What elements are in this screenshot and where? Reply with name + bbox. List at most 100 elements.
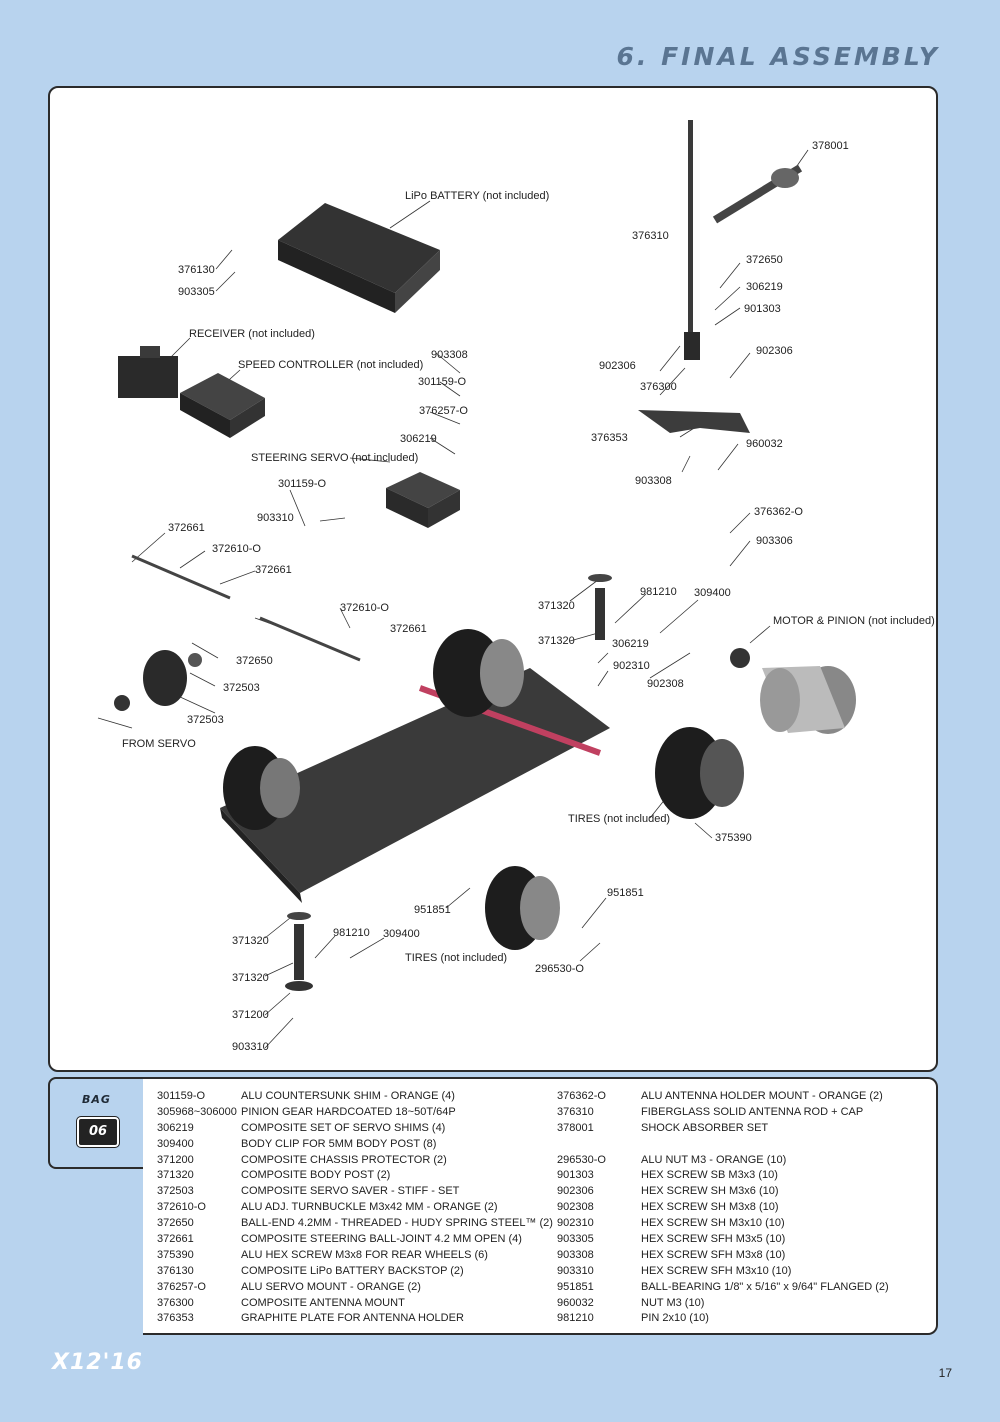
callout-981210-right: 981210 [640,586,677,598]
callout-376353: 376353 [591,432,628,444]
part-code: 376353 [157,1312,194,1325]
parts-row: 375390 ALU HEX SCREW M3x8 FOR REAR WHEELS… [157,1248,553,1264]
callout-tires-front: TIRES (not included) [405,952,507,964]
part-description: BALL-END 4.2MM - THREADED - HUDY SPRING … [241,1217,553,1230]
part-description: ALU HEX SCREW M3x8 FOR REAR WHEELS (6) [241,1248,488,1261]
callout-376300: 376300 [640,381,677,393]
part-code: 378001 [557,1121,594,1134]
part-description: HEX SCREW SFH M3x5 (10) [641,1233,786,1246]
part-code: 376130 [157,1264,194,1277]
part-code: 903310 [557,1264,594,1277]
callout-372661-c: 372661 [390,623,427,635]
callout-376362: 376362-O [754,506,803,518]
callout-372650-left: 372650 [236,655,273,667]
callout-378001: 378001 [812,140,849,152]
callout-309400-right: 309400 [694,587,731,599]
callout-901303: 901303 [744,303,781,315]
part-description: HEX SCREW SH M3x10 (10) [641,1217,785,1230]
callout-903305: 903305 [178,286,215,298]
part-description: ALU COUNTERSUNK SHIM - ORANGE (4) [241,1090,455,1102]
callout-371320-a: 371320 [538,600,575,612]
front-tire-bottom-illustration [485,866,560,950]
part-code: 902308 [557,1201,594,1214]
part-description: BODY CLIP FOR 5MM BODY POST (8) [241,1137,437,1150]
callout-372661-b: 372661 [255,564,292,576]
exploded-assembly-diagram: 378001 376310 372650 306219 901303 90230… [48,86,938,1072]
callout-903306: 903306 [756,535,793,547]
part-description: PINION GEAR HARDCOATED 18~50T/64P [241,1105,456,1118]
callout-981210-bottom: 981210 [333,927,370,939]
callout-speed-controller: SPEED CONTROLLER (not included) [238,359,423,371]
part-description: ALU ADJ. TURNBUCKLE M3x42 MM - ORANGE (2… [241,1201,498,1214]
body-post-right-illustration [588,574,612,640]
part-code: 305968~306000 [157,1105,237,1118]
turnbuckle-illustration [131,554,361,662]
part-code: 376300 [157,1296,194,1309]
part-code: 375390 [157,1248,194,1261]
part-code: 903305 [557,1233,594,1246]
callout-steering-servo: STEERING SERVO (not included) [251,452,418,464]
parts-row: 305968~306000 PINION GEAR HARDCOATED 18~5… [157,1105,553,1121]
motor-illustration [730,648,856,734]
part-code: 306219 [157,1121,194,1134]
part-description: ALU SERVO MOUNT - ORANGE (2) [241,1280,421,1293]
part-description: COMPOSITE BODY POST (2) [241,1169,391,1182]
rear-tire-right-illustration [655,727,744,819]
part-code: 903308 [557,1248,594,1261]
callout-903310-servo: 903310 [257,512,294,524]
bag-label: BAG [82,1093,111,1106]
callout-376257: 376257-O [419,405,468,417]
part-code: 376257-O [157,1280,206,1293]
receiver-illustration [118,346,178,398]
callout-951851-b: 951851 [414,904,451,916]
part-description: PIN 2x10 (10) [641,1312,709,1325]
callout-372610-a: 372610-O [212,543,261,555]
callout-301159-mid: 301159-O [418,376,467,388]
part-description: NUT M3 (10) [641,1296,705,1309]
parts-row: 376257-O ALU SERVO MOUNT - ORANGE (2) [157,1280,553,1296]
part-description: HEX SCREW SH M3x8 (10) [641,1201,779,1214]
callout-902306-b: 902306 [756,345,793,357]
callout-tires-rear: TIRES (not included) [568,813,670,825]
body-post-bottom-illustration [285,912,313,991]
part-code: 376362-O [557,1090,606,1102]
callout-306219-top: 306219 [746,281,783,293]
callout-motor-pinion: MOTOR & PINION (not included) [773,615,935,627]
callout-902306-a: 902306 [599,360,636,372]
callout-371200: 371200 [232,1009,269,1021]
part-code: 372650 [157,1217,194,1230]
callout-371320-b: 371320 [538,635,575,647]
part-description: FIBERGLASS SOLID ANTENNA ROD + CAP [641,1105,864,1118]
rear-tire-upper-illustration [433,629,524,717]
part-description: COMPOSITE ANTENNA MOUNT [241,1296,405,1309]
part-description: COMPOSITE CHASSIS PROTECTOR (2) [241,1153,447,1166]
diagram-artwork: 378001 376310 372650 306219 901303 90230… [97,120,935,1053]
part-code: 981210 [557,1312,594,1325]
callout-371320-d: 371320 [232,972,269,984]
parts-row: 372650 BALL-END 4.2MM - THREADED - HUDY S… [157,1216,553,1232]
speed-controller-illustration [180,373,265,438]
callout-309400-bottom: 309400 [383,928,420,940]
callout-376310: 376310 [632,230,669,242]
callout-372503-b: 372503 [187,714,224,726]
part-code: 372503 [157,1185,194,1198]
part-code: 960032 [557,1296,594,1309]
part-code: 296530-O [557,1153,606,1166]
callout-labels: 378001 376310 372650 306219 901303 90230… [122,140,935,1053]
callout-from-servo: FROM SERVO [122,738,196,750]
